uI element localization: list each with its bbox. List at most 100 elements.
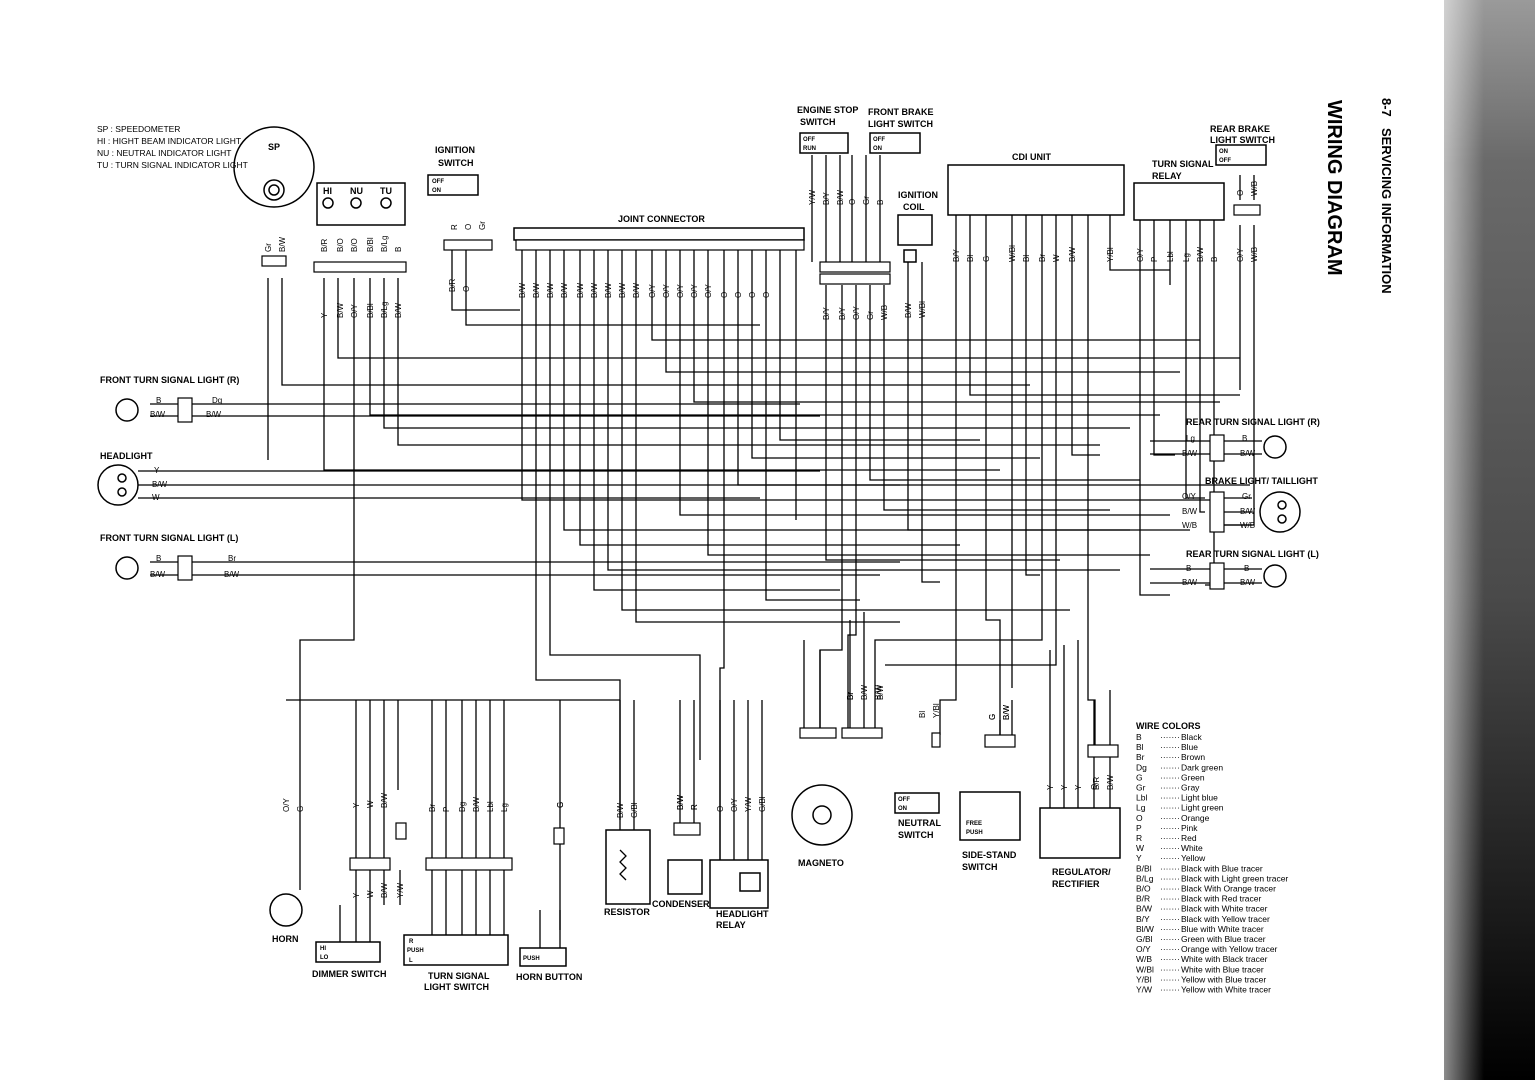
wire-harness — [138, 155, 1262, 950]
condenser — [667, 822, 703, 895]
wire-code: B — [1210, 257, 1219, 262]
wire-code: B/W — [1002, 704, 1011, 720]
wire-code: G — [988, 714, 997, 720]
wire-code: Y — [352, 892, 361, 898]
wire-code: Gr — [478, 221, 487, 230]
wire-code: B/R — [448, 278, 457, 292]
wire-code: B/W — [380, 792, 389, 808]
label-hi: HI — [323, 186, 332, 196]
wire-code: B/O — [350, 238, 359, 252]
wire-code: Y — [1060, 784, 1069, 790]
wire-code: O — [748, 292, 757, 298]
wire-code: Lbl — [1166, 251, 1175, 262]
legend-dots: ······· — [1160, 884, 1180, 894]
wire-code: Y — [1074, 784, 1083, 790]
legend-dots: ······· — [1160, 873, 1180, 883]
wire-code: B/Lg — [380, 302, 389, 318]
wire-code: Bl — [966, 255, 975, 262]
legend-name: Dark green — [1181, 762, 1223, 772]
wire-code: O — [848, 199, 857, 205]
legend-name: Pink — [1181, 823, 1198, 833]
wire-code: B — [876, 200, 885, 205]
legend-name: Red — [1181, 833, 1197, 843]
dimmer-hi: HI — [320, 946, 326, 952]
legend-name: Light blue — [1181, 793, 1218, 803]
legend-code: B/Lg — [1136, 873, 1154, 883]
wire-code: W/B — [880, 305, 889, 320]
page-edge — [1444, 0, 1535, 1080]
legend-name: Blue — [1181, 742, 1198, 752]
neutral-switch — [894, 732, 941, 814]
wire-code: R — [690, 804, 699, 810]
label-ignition-2: SWITCH — [438, 158, 474, 168]
wire-code: Y — [320, 312, 329, 318]
label-brake-tail: BRAKE LIGHT/ TAILLIGHT — [1205, 476, 1318, 486]
legend-name: Black with Red tracer — [1181, 894, 1261, 904]
legend-code: W/Bl — [1136, 964, 1154, 974]
legend-dots: ······· — [1160, 742, 1180, 752]
label-front-turn-l: FRONT TURN SIGNAL LIGHT (L) — [100, 533, 238, 543]
legend-name: Black — [1181, 732, 1203, 742]
ign-on: ON — [432, 188, 441, 194]
wire-code: Br — [1038, 254, 1047, 262]
label-regulator-1: REGULATOR/ — [1052, 867, 1111, 877]
headlight — [97, 464, 139, 506]
wire-code: B/W — [616, 802, 625, 818]
legend-code: Bl/W — [1136, 924, 1154, 934]
wire-code: O — [762, 292, 771, 298]
wire-code: Br — [846, 692, 855, 700]
rear-brake-light-switch — [1215, 144, 1267, 216]
legend-code: W — [1136, 843, 1144, 853]
wire-code: O — [1236, 190, 1245, 196]
wire-code: B/Bl — [366, 303, 375, 318]
legend-dots: ······· — [1160, 863, 1180, 873]
wire-code: B/Bl — [366, 237, 375, 252]
page-number: 8-7 — [1379, 98, 1394, 117]
legend-code: Y — [1136, 853, 1142, 863]
magneto — [791, 727, 883, 846]
legend-name: White with Blue tracer — [1181, 964, 1264, 974]
label-engine-stop-2: SWITCH — [800, 117, 836, 127]
wire-code: B/Y — [952, 248, 961, 262]
note-hi: HI : HIGHT BEAM INDICATOR LIGHT — [97, 136, 241, 146]
wire-code: B/W — [518, 282, 527, 298]
ignition-switch — [427, 174, 493, 251]
label-sp: SP — [268, 142, 280, 152]
wire-code: G/Bl — [758, 796, 767, 812]
label-sidestand-1: SIDE-STAND — [962, 850, 1017, 860]
wire-code: B/W — [632, 282, 641, 298]
label-turn-sw-2: LIGHT SWITCH — [424, 982, 489, 992]
wire-code: B/Y — [822, 191, 831, 205]
wire-code: B/W — [532, 282, 541, 298]
legend-code: Y/Bl — [1136, 974, 1152, 984]
label-front-turn-r: FRONT TURN SIGNAL LIGHT (R) — [100, 375, 239, 385]
brake-light-taillight — [1209, 491, 1301, 533]
legend-code: R — [1136, 833, 1142, 843]
cdi-unit — [947, 164, 1125, 216]
label-relay-2: RELAY — [1152, 171, 1182, 181]
wire-code: Y/Bl — [1106, 247, 1115, 262]
legend-name: Yellow — [1181, 853, 1206, 863]
wire-code: B — [1186, 564, 1191, 573]
label-hrelay-1: HEADLIGHT — [716, 909, 769, 919]
front-brake-light-switch — [819, 132, 921, 285]
label-headlight: HEADLIGHT — [100, 451, 153, 461]
legend-name: Yellow with White tracer — [1181, 985, 1271, 995]
wire-code: B — [1242, 434, 1247, 443]
wire-code: B/Y — [822, 306, 831, 320]
dimmer-switch — [315, 857, 391, 963]
wire-code: B/R — [320, 238, 329, 252]
wire-code: Y/Bl — [932, 703, 941, 718]
wire-code: P — [442, 807, 451, 812]
ignition-coil — [897, 214, 933, 263]
wire-code: Y — [352, 802, 361, 808]
legend-code: O — [1136, 813, 1143, 823]
wire-color-legend: WIRE COLORS B·······BlackBl·······BlueBr… — [1136, 721, 1288, 995]
legend-name: Light green — [1181, 803, 1224, 813]
legend-code: B/R — [1136, 894, 1150, 904]
wire-code: B/W — [560, 282, 569, 298]
legend-dots: ······· — [1160, 813, 1180, 823]
note-sp: SP : SPEEDOMETER — [97, 124, 180, 134]
wire-code: B/W — [904, 302, 913, 318]
